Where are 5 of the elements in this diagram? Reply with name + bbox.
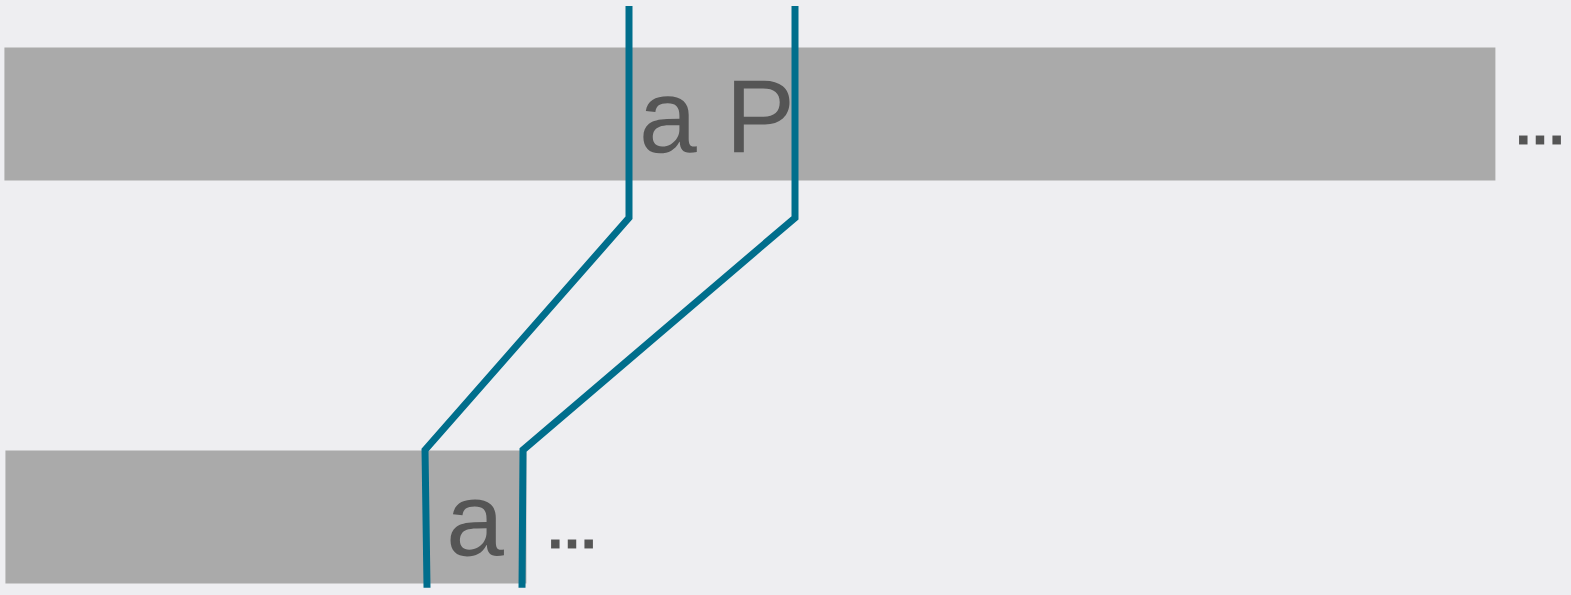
ellipsis: ...: [551, 539, 593, 549]
ellipsis: ...: [1519, 135, 1561, 145]
letter-label: a: [450, 499, 504, 557]
letter-label: a P: [643, 80, 790, 154]
bar: [4, 47, 1496, 181]
